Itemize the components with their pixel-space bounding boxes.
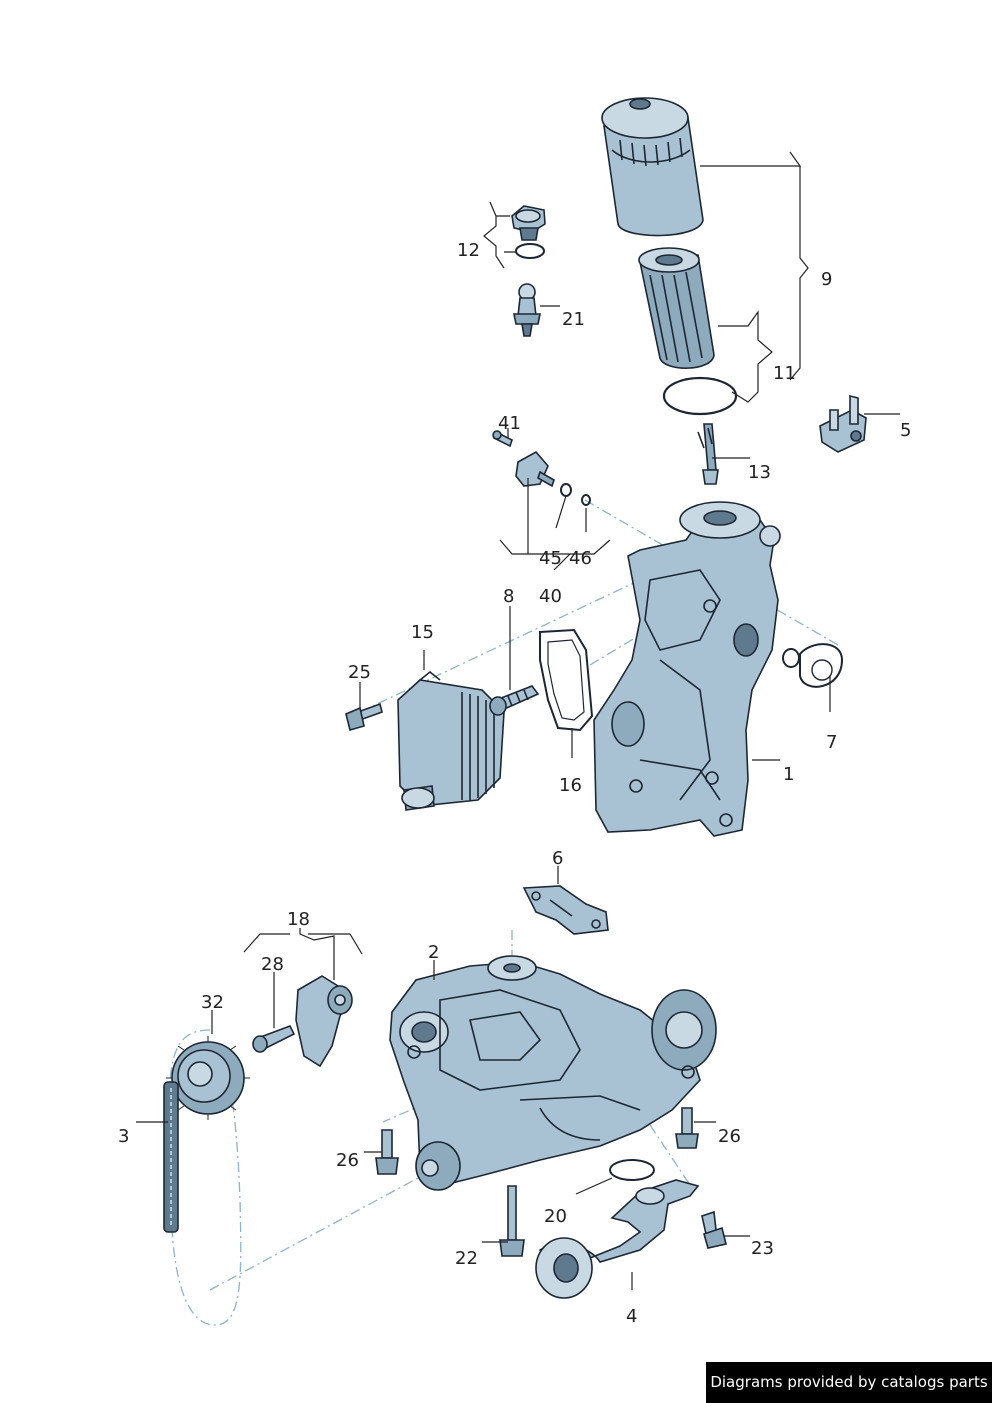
bolt-26-left (375, 1129, 399, 1175)
oil-filter-element (638, 247, 715, 369)
callout-15: 15 (411, 622, 434, 643)
oil-filler-cap (511, 205, 546, 259)
callout-5: 5 (900, 420, 911, 441)
pressure-valve-assembly (492, 430, 591, 506)
callout-labels: 1 2 3 4 5 6 7 8 9 11 12 13 15 16 18 20 2… (118, 240, 911, 1327)
oil-filter-bracket (593, 501, 781, 837)
callout-28: 28 (261, 954, 284, 975)
oil-filter-housing (601, 97, 704, 237)
leader-lines (136, 151, 900, 1290)
callout-2: 2 (428, 942, 439, 963)
oil-level-plug (513, 283, 541, 337)
retaining-clip (819, 394, 867, 453)
callout-32: 32 (201, 992, 224, 1013)
callout-41: 41 (498, 413, 521, 434)
bolt-22 (499, 1185, 525, 1257)
pivot-bolt-28 (252, 1024, 296, 1053)
callout-11: 11 (773, 363, 796, 384)
drive-chain (163, 1081, 179, 1233)
callout-40: 40 (539, 586, 562, 607)
pump-bracket (522, 885, 609, 935)
callout-26-left: 26 (336, 1150, 359, 1171)
bolt-23 (701, 1210, 727, 1249)
callout-23: 23 (751, 1238, 774, 1259)
pipe-o-ring (609, 1159, 655, 1181)
callout-20: 20 (544, 1206, 567, 1227)
callout-45: 45 (539, 548, 562, 569)
bolt-25 (345, 702, 383, 731)
callout-12: 12 (457, 240, 480, 261)
callout-25: 25 (348, 662, 371, 683)
oil-cooler-gasket (539, 628, 594, 732)
callout-7: 7 (826, 732, 837, 753)
callout-21: 21 (562, 309, 585, 330)
oil-pump (389, 955, 717, 1191)
check-valve (489, 685, 540, 716)
oil-pressure-switch (697, 423, 719, 485)
callout-18: 18 (287, 909, 310, 930)
callout-8: 8 (503, 586, 514, 607)
bolt-26-right (675, 1107, 699, 1149)
callout-9: 9 (821, 269, 832, 290)
callout-1: 1 (783, 764, 794, 785)
oil-cooler (397, 670, 505, 811)
bracket-gasket (782, 643, 844, 688)
chain-tensioner (295, 975, 353, 1068)
callout-22: 22 (455, 1248, 478, 1269)
attribution-footer: Diagrams provided by catalogs parts (706, 1362, 992, 1403)
callout-46: 46 (569, 548, 592, 569)
callout-13: 13 (748, 462, 771, 483)
callout-6: 6 (552, 848, 563, 869)
filter-seal-ring (662, 376, 738, 416)
callout-3: 3 (118, 1126, 129, 1147)
sprocket (166, 1036, 250, 1120)
callout-26-right: 26 (718, 1126, 741, 1147)
callout-16: 16 (559, 775, 582, 796)
oil-pickup-pipe (535, 1179, 700, 1299)
callout-4: 4 (626, 1306, 637, 1327)
